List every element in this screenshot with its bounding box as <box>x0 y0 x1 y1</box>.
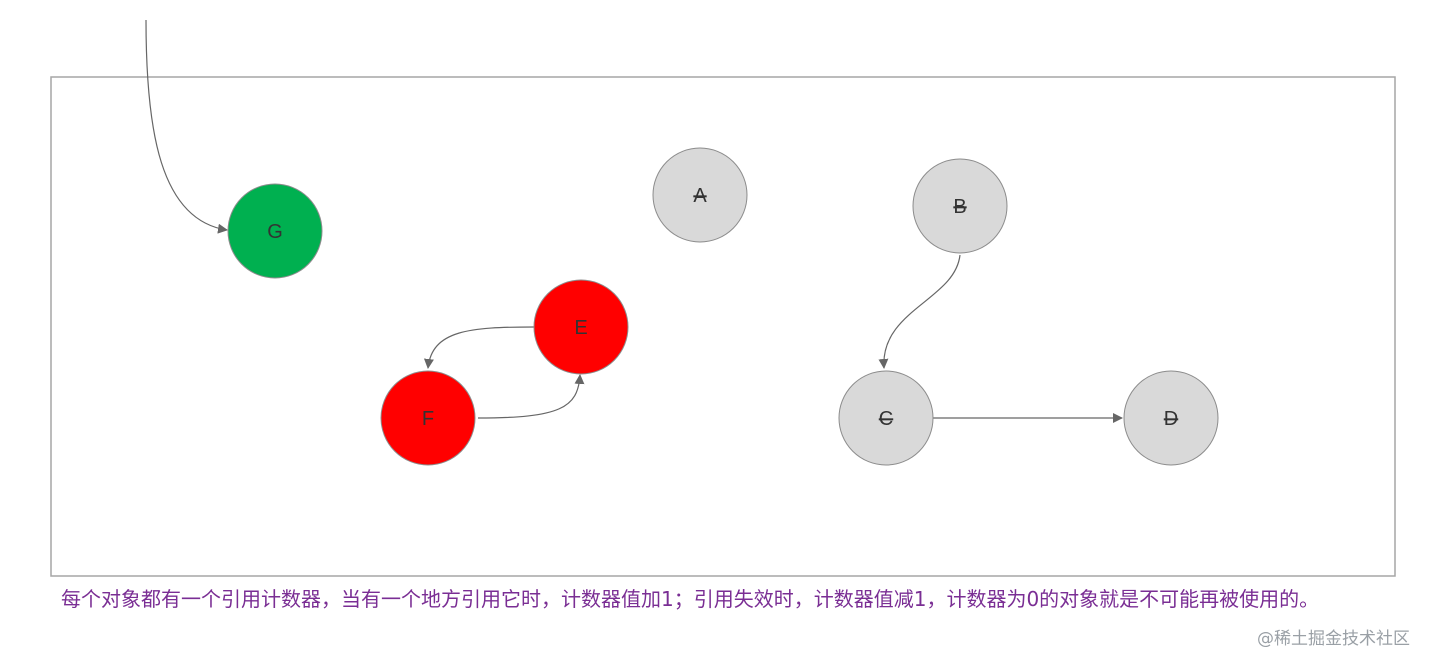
heap-frame <box>50 76 1396 577</box>
caption-text: 每个对象都有一个引用计数器，当有一个地方引用它时，计数器值加1；引用失效时，计数… <box>61 587 1320 611</box>
edge-f-to-e <box>477 374 585 419</box>
node-d: D <box>1123 370 1219 466</box>
node-f-label: F <box>422 408 434 430</box>
node-b-label: B <box>953 196 966 218</box>
edge-e-to-f <box>423 326 535 369</box>
node-a-label: A <box>693 185 707 207</box>
node-g: G <box>227 183 323 279</box>
watermark: @稀土掘金技术社区 <box>1257 629 1410 649</box>
node-f-circle <box>380 370 476 466</box>
node-g-circle <box>227 183 323 279</box>
node-a: A <box>652 147 748 243</box>
node-e-label: E <box>574 317 587 339</box>
node-c-label: C <box>879 408 893 430</box>
node-d-circle <box>1123 370 1219 466</box>
node-b-circle <box>912 158 1008 254</box>
node-d-label: D <box>1164 408 1178 430</box>
edge-root-to-g <box>145 19 228 234</box>
node-e-circle <box>533 279 629 375</box>
node-e: E <box>533 279 629 375</box>
edge-b-to-c <box>878 254 961 369</box>
node-a-circle <box>652 147 748 243</box>
node-f: F <box>380 370 476 466</box>
node-c: C <box>838 370 934 466</box>
node-c-circle <box>838 370 934 466</box>
node-b: B <box>912 158 1008 254</box>
node-g-label: G <box>267 221 283 243</box>
